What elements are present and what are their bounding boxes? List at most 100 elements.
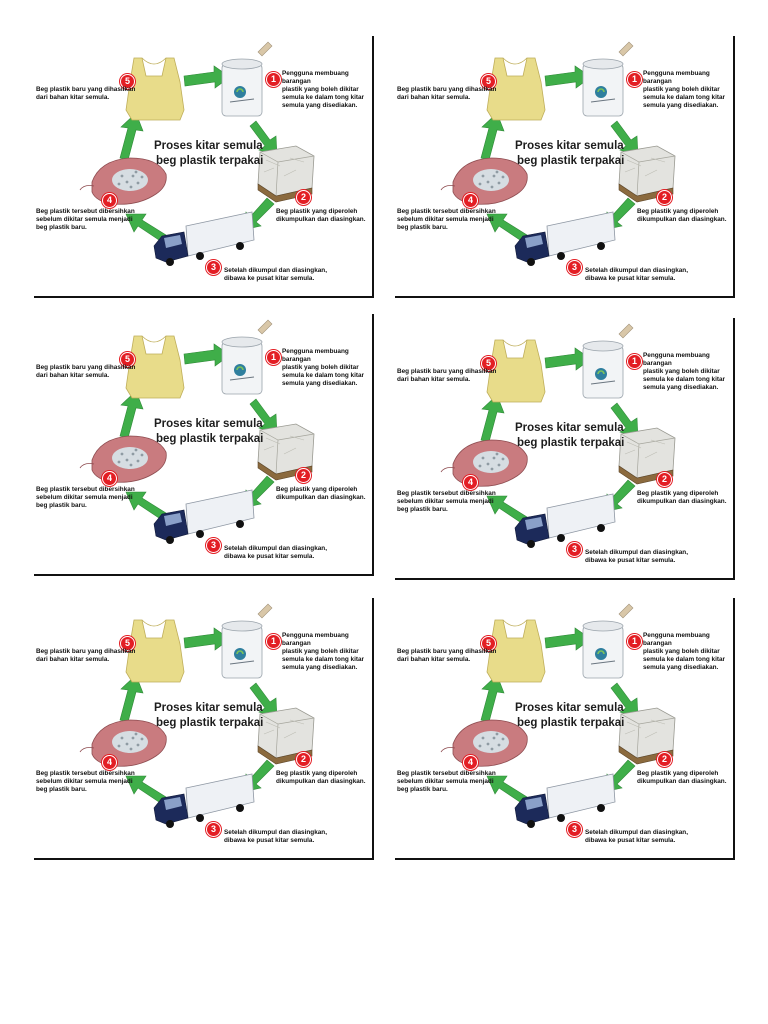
- step-badge-3: 3: [206, 822, 221, 837]
- truck-icon: [153, 773, 255, 828]
- arrow-4-to-5: [119, 390, 144, 439]
- title-line-1: Proses kitar semula: [154, 702, 263, 714]
- plastic-bag-icon: [125, 619, 185, 683]
- step-badge-3: 3: [567, 542, 582, 557]
- step-badge-5: 5: [120, 636, 135, 651]
- title-line-1: Proses kitar semula: [154, 140, 263, 152]
- recycling-card-5: 1 2 3 4 5 Pengguna membuang barangan pla…: [34, 598, 374, 860]
- recycling-cycle-art: [79, 41, 315, 266]
- step-1-text: Pengguna membuang barangan plastik yang …: [643, 352, 726, 391]
- truck-icon: [153, 211, 255, 266]
- step-5-text: Beg plastik baru yang dihasilkan dari ba…: [36, 86, 136, 101]
- truck-icon: [514, 211, 616, 266]
- diagram-title: Proses kitar semula beg plastik terpakai: [515, 421, 624, 451]
- plastic-bag-icon: [486, 57, 546, 121]
- arrow-3-to-4: [125, 491, 167, 521]
- arrow-4-to-5: [119, 674, 144, 723]
- diagram-title: Proses kitar semula beg plastik terpakai: [154, 139, 263, 169]
- step-badge-5: 5: [120, 74, 135, 89]
- step-badge-4: 4: [102, 755, 117, 770]
- recycle-bin-icon: [221, 603, 273, 679]
- step-2-text: Beg plastik yang diperoleh dikumpulkan d…: [637, 770, 727, 785]
- recycling-cycle-art: [79, 319, 315, 544]
- step-badge-3: 3: [206, 260, 221, 275]
- step-3-text: Setelah dikumpul dan diasingkan, dibawa …: [224, 545, 327, 560]
- title-line-1: Proses kitar semula: [154, 418, 263, 430]
- step-badge-1: 1: [627, 354, 642, 369]
- recycle-bin-icon: [582, 41, 634, 117]
- recycling-card-3: 1 2 3 4 5 Pengguna membuang barangan pla…: [34, 314, 374, 576]
- recycling-cycle-art: [79, 603, 315, 828]
- step-4-text: Beg plastik tersebut dibersihkan sebelum…: [36, 208, 135, 231]
- title-line-1: Proses kitar semula: [515, 140, 624, 152]
- step-badge-4: 4: [463, 755, 478, 770]
- step-5-text: Beg plastik baru yang dihasilkan dari ba…: [36, 648, 136, 663]
- step-badge-4: 4: [463, 193, 478, 208]
- step-2-text: Beg plastik yang diperoleh dikumpulkan d…: [276, 208, 366, 223]
- step-badge-2: 2: [296, 468, 311, 483]
- arrow-3-to-4: [125, 213, 167, 243]
- arrow-3-to-4: [486, 495, 528, 525]
- step-1-text: Pengguna membuang barangan plastik yang …: [282, 70, 365, 109]
- step-5-text: Beg plastik baru yang dihasilkan dari ba…: [36, 364, 136, 379]
- step-1-text: Pengguna membuang barangan plastik yang …: [643, 632, 726, 671]
- step-3-text: Setelah dikumpul dan diasingkan, dibawa …: [585, 829, 688, 844]
- step-4-text: Beg plastik tersebut dibersihkan sebelum…: [397, 490, 496, 513]
- step-3-text: Setelah dikumpul dan diasingkan, dibawa …: [224, 267, 327, 282]
- plastic-bag-icon: [486, 339, 546, 403]
- cycle-arrows: [480, 65, 639, 243]
- title-line-2: beg plastik terpakai: [517, 437, 625, 449]
- step-3-text: Setelah dikumpul dan diasingkan, dibawa …: [224, 829, 327, 844]
- step-badge-5: 5: [481, 356, 496, 371]
- cycle-arrows: [480, 627, 639, 805]
- recycling-cycle-art: [440, 603, 676, 828]
- step-3-text: Setelah dikumpul dan diasingkan, dibawa …: [585, 549, 688, 564]
- arrow-3-to-4: [125, 775, 167, 805]
- step-badge-2: 2: [296, 752, 311, 767]
- plastic-bale-icon: [618, 707, 676, 765]
- step-badge-5: 5: [481, 74, 496, 89]
- recycle-bin-icon: [582, 603, 634, 679]
- hand-pellets-icon: [440, 157, 528, 205]
- step-badge-1: 1: [266, 72, 281, 87]
- step-badge-4: 4: [102, 471, 117, 486]
- step-5-text: Beg plastik baru yang dihasilkan dari ba…: [397, 368, 497, 383]
- title-line-2: beg plastik terpakai: [517, 155, 625, 167]
- plastic-bale-icon: [257, 707, 315, 765]
- step-2-text: Beg plastik yang diperoleh dikumpulkan d…: [276, 486, 366, 501]
- recycling-card-1: 1 2 3 4 5 Pengguna membuang barangan pla…: [34, 36, 374, 298]
- recycle-bin-icon: [221, 41, 273, 117]
- step-badge-1: 1: [266, 350, 281, 365]
- title-line-2: beg plastik terpakai: [156, 717, 264, 729]
- arrow-4-to-5: [480, 394, 505, 443]
- arrow-3-to-4: [486, 213, 528, 243]
- recycling-cycle-art: [440, 41, 676, 266]
- step-1-text: Pengguna membuang barangan plastik yang …: [643, 70, 726, 109]
- plastic-bag-icon: [125, 335, 185, 399]
- step-badge-5: 5: [120, 352, 135, 367]
- step-badge-2: 2: [657, 472, 672, 487]
- step-badge-1: 1: [266, 634, 281, 649]
- recycling-card-2: 1 2 3 4 5 Pengguna membuang barangan pla…: [395, 36, 735, 298]
- truck-icon: [514, 773, 616, 828]
- step-badge-2: 2: [296, 190, 311, 205]
- step-1-text: Pengguna membuang barangan plastik yang …: [282, 348, 365, 387]
- step-badge-3: 3: [567, 260, 582, 275]
- step-4-text: Beg plastik tersebut dibersihkan sebelum…: [36, 486, 135, 509]
- hand-pellets-icon: [440, 439, 528, 487]
- step-2-text: Beg plastik yang diperoleh dikumpulkan d…: [276, 770, 366, 785]
- hand-pellets-icon: [79, 719, 167, 767]
- step-4-text: Beg plastik tersebut dibersihkan sebelum…: [397, 770, 496, 793]
- step-1-text: Pengguna membuang barangan plastik yang …: [282, 632, 365, 671]
- plastic-bale-icon: [257, 423, 315, 481]
- step-2-text: Beg plastik yang diperoleh dikumpulkan d…: [637, 208, 727, 223]
- arrow-4-to-5: [480, 674, 505, 723]
- diagram-title: Proses kitar semula beg plastik terpakai: [515, 701, 624, 731]
- title-line-1: Proses kitar semula: [515, 702, 624, 714]
- diagram-title: Proses kitar semula beg plastik terpakai: [154, 701, 263, 731]
- plastic-bag-icon: [486, 619, 546, 683]
- step-3-text: Setelah dikumpul dan diasingkan, dibawa …: [585, 267, 688, 282]
- step-4-text: Beg plastik tersebut dibersihkan sebelum…: [36, 770, 135, 793]
- step-badge-2: 2: [657, 752, 672, 767]
- step-badge-3: 3: [206, 538, 221, 553]
